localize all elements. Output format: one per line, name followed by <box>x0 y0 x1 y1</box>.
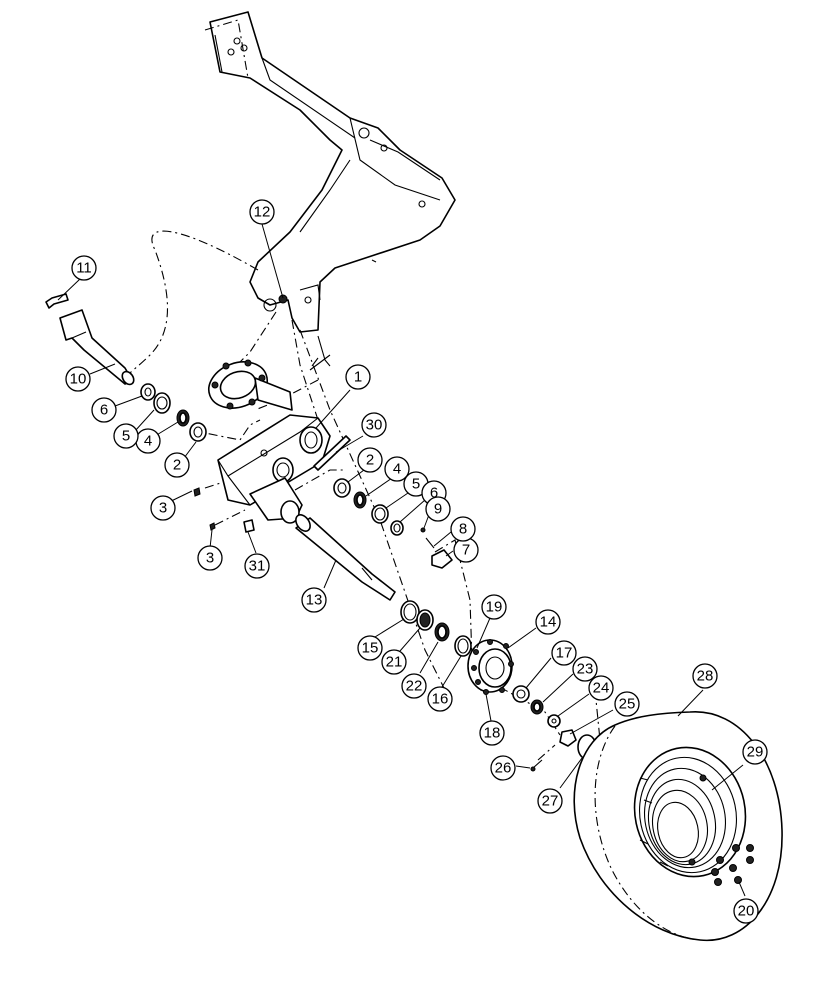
leader-lines <box>57 223 746 897</box>
callout-label: 3 <box>206 550 214 567</box>
callout-28: 28 <box>692 663 718 689</box>
callout-label: 6 <box>430 485 438 502</box>
callout-8: 8 <box>450 516 476 542</box>
callout-3: 3 <box>150 495 176 521</box>
callout-30: 30 <box>361 412 387 438</box>
bolt-30 <box>313 435 351 471</box>
callout-label: 27 <box>542 793 559 810</box>
callout-20: 20 <box>733 898 759 924</box>
callout-4: 4 <box>135 428 161 454</box>
callout-label: 17 <box>556 645 573 662</box>
callout-label: 31 <box>249 558 266 575</box>
callout-label: 10 <box>70 371 87 388</box>
callout-label: 26 <box>495 760 512 777</box>
callout-16: 16 <box>427 686 453 712</box>
callout-1: 1 <box>345 364 371 390</box>
callout-label: 5 <box>122 428 130 445</box>
callout-5: 5 <box>113 423 139 449</box>
callout-label: 6 <box>100 402 108 419</box>
callout-24: 24 <box>588 675 614 701</box>
callout-23: 23 <box>572 656 598 682</box>
callout-label: 24 <box>593 680 610 697</box>
callout-19: 19 <box>481 594 507 620</box>
callout-label: 5 <box>412 476 420 493</box>
callout-13: 13 <box>301 587 327 613</box>
right-bearing-stack <box>333 478 453 569</box>
callout-label: 30 <box>366 417 383 434</box>
callout-label: 7 <box>462 542 470 559</box>
callout-label: 2 <box>173 457 181 474</box>
callout-10: 10 <box>65 366 91 392</box>
callout-15: 15 <box>357 635 383 661</box>
callout-label: 4 <box>144 433 152 450</box>
wheel-tire <box>573 711 783 942</box>
callout-label: 20 <box>738 903 755 920</box>
callout-18: 18 <box>479 720 505 746</box>
bolt-11 <box>45 293 69 309</box>
upper-hub <box>208 354 331 411</box>
callout-label: 18 <box>484 725 501 742</box>
frame-arm <box>204 11 456 367</box>
callout-label: 15 <box>362 640 379 657</box>
callout-label: 13 <box>306 592 323 609</box>
axle-housing <box>217 414 331 524</box>
pivot-spindle <box>59 309 135 386</box>
callout-17: 17 <box>551 640 577 666</box>
callout-7: 7 <box>453 537 479 563</box>
left-bearing-stack <box>140 383 207 442</box>
callout-label: 21 <box>386 654 403 671</box>
callout-label: 9 <box>434 501 442 518</box>
callout-label: 1 <box>354 369 362 386</box>
callout-label: 23 <box>577 661 594 678</box>
callout-label: 19 <box>486 599 503 616</box>
callout-label: 25 <box>619 696 636 713</box>
callout-3: 3 <box>197 545 223 571</box>
callout-27: 27 <box>537 788 563 814</box>
callout-label: 2 <box>366 452 374 469</box>
callout-21: 21 <box>381 649 407 675</box>
callout-label: 3 <box>159 500 167 517</box>
callout-label: 8 <box>459 521 467 538</box>
callout-label: 4 <box>393 461 401 478</box>
callout-6: 6 <box>91 397 117 423</box>
callout-26: 26 <box>490 755 516 781</box>
callout-9: 9 <box>425 496 451 522</box>
callout-2: 2 <box>164 452 190 478</box>
callout-25: 25 <box>614 691 640 717</box>
spindle-shaft <box>295 514 396 601</box>
callout-22: 22 <box>401 673 427 699</box>
callout-29: 29 <box>742 739 768 765</box>
callout-label: 11 <box>76 260 92 277</box>
callout-label: 28 <box>697 668 714 685</box>
callout-label: 29 <box>747 744 764 761</box>
wheel-nuts <box>711 844 754 886</box>
callout-14: 14 <box>535 609 561 635</box>
callout-4: 4 <box>384 456 410 482</box>
callout-label: 14 <box>540 614 557 631</box>
callout-31: 31 <box>244 553 270 579</box>
callout-label: 16 <box>432 691 449 708</box>
callout-2: 2 <box>357 447 383 473</box>
callout-label: 22 <box>406 678 423 695</box>
callout-11: 11 <box>71 255 97 281</box>
small-fasteners <box>193 357 319 533</box>
callout-label: 12 <box>254 204 271 221</box>
callout-12: 12 <box>249 199 275 225</box>
wheel-hub-assembly <box>400 600 514 695</box>
